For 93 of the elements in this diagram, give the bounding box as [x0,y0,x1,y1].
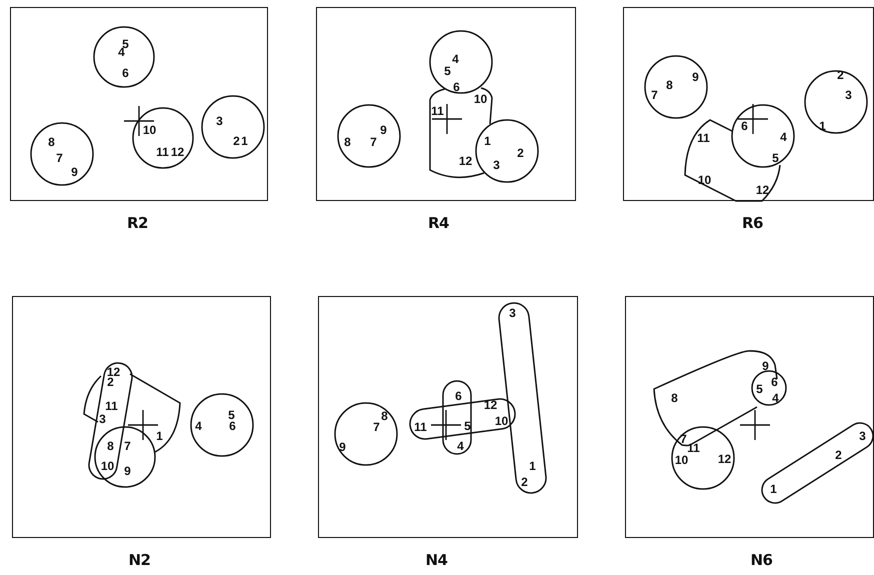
point-number: 2 [835,448,842,460]
point-number: 12 [756,184,770,196]
cluster-capsule [410,398,514,438]
panel-title: R2 [127,214,148,232]
point-number: 10 [698,174,712,186]
point-number: 5 [464,420,471,432]
point-number: 3 [493,158,500,170]
cluster-capsule [442,380,470,454]
point-number: 10 [474,92,488,104]
point-number: 11 [414,420,427,432]
cluster-circle [338,104,400,166]
point-number: 9 [124,464,131,476]
cluster-capsule [88,362,132,478]
panel-title: R4 [428,214,449,232]
point-number: 11 [156,146,169,158]
point-number: 5 [228,408,235,420]
point-number: 6 [741,120,748,132]
point-number: 7 [373,420,380,432]
panel-title: R6 [742,214,763,232]
point-number: 9 [71,166,78,178]
point-number: 6 [455,390,462,402]
point-number: 3 [845,88,852,100]
cluster-circle [476,120,538,182]
cluster-circle [752,370,786,404]
cluster-circle [804,70,866,132]
point-number: 10 [100,460,114,472]
point-number: 8 [344,136,351,148]
cluster-circle [94,426,154,486]
point-number: 3 [216,114,223,126]
point-number: 9 [762,360,769,372]
point-number: 2 [521,476,528,488]
point-number: 9 [380,124,387,136]
point-number: 1 [770,482,777,494]
point-number: 3 [509,306,516,318]
cluster-circle [132,108,192,168]
point-number: 6 [453,80,460,92]
cluster-outline [684,120,780,200]
panel-title: N6 [750,550,772,568]
point-number: 5 [756,382,763,394]
point-number: 6 [771,376,778,388]
point-number: 10 [674,454,688,466]
panel-title: N2 [128,550,150,568]
cluster-circle [732,104,794,166]
point-number: 2 [517,146,524,158]
point-number: 9 [339,440,346,452]
cluster-circle [190,394,252,456]
point-number: 8 [666,78,673,90]
point-number: 5 [122,38,129,50]
point-number: 12 [484,398,498,410]
cluster-circle [672,426,734,488]
point-number: 7 [124,440,131,452]
point-number: 12 [718,452,732,464]
point-number: 11 [105,400,118,412]
point-number: 8 [381,410,388,422]
point-number: 4 [452,52,459,64]
point-number: 7 [56,152,63,164]
point-number: 8 [671,392,678,404]
point-number: 8 [48,136,55,148]
point-number: 10 [494,414,508,426]
panel-title: N4 [426,550,448,568]
point-number: 4 [457,440,464,452]
point-number: 10 [142,124,156,136]
point-number: 4 [772,392,779,404]
point-number: 1 [484,134,491,146]
cluster-capsule [762,422,872,502]
point-number: 5 [772,152,779,164]
cluster-circle [94,26,154,86]
point-number: 12 [170,146,184,158]
point-number: 1 [156,430,163,442]
point-number: 11 [431,104,444,116]
cluster-circle [30,122,92,184]
point-number: 3 [99,412,106,424]
point-number: 4 [195,420,202,432]
point-number: 12 [106,366,120,378]
cluster-circle [334,402,396,464]
cluster-circle [202,96,264,158]
point-number: 8 [107,440,114,452]
cluster-circle [644,56,706,118]
point-number: 2 [107,376,114,388]
point-number: 3 [859,430,866,442]
point-number: 1 [241,134,248,146]
point-number: 6 [122,66,129,78]
point-number: 11 [697,132,710,144]
point-number: 7 [651,88,658,100]
point-number: 6 [229,420,236,432]
point-number: 2 [233,134,240,146]
point-number: 7 [370,136,377,148]
point-number: 1 [529,460,536,472]
point-number: 9 [692,70,699,82]
point-number: 12 [458,154,472,166]
cluster-circle [430,30,492,92]
point-number: 5 [444,64,451,76]
point-number: 4 [780,130,787,142]
